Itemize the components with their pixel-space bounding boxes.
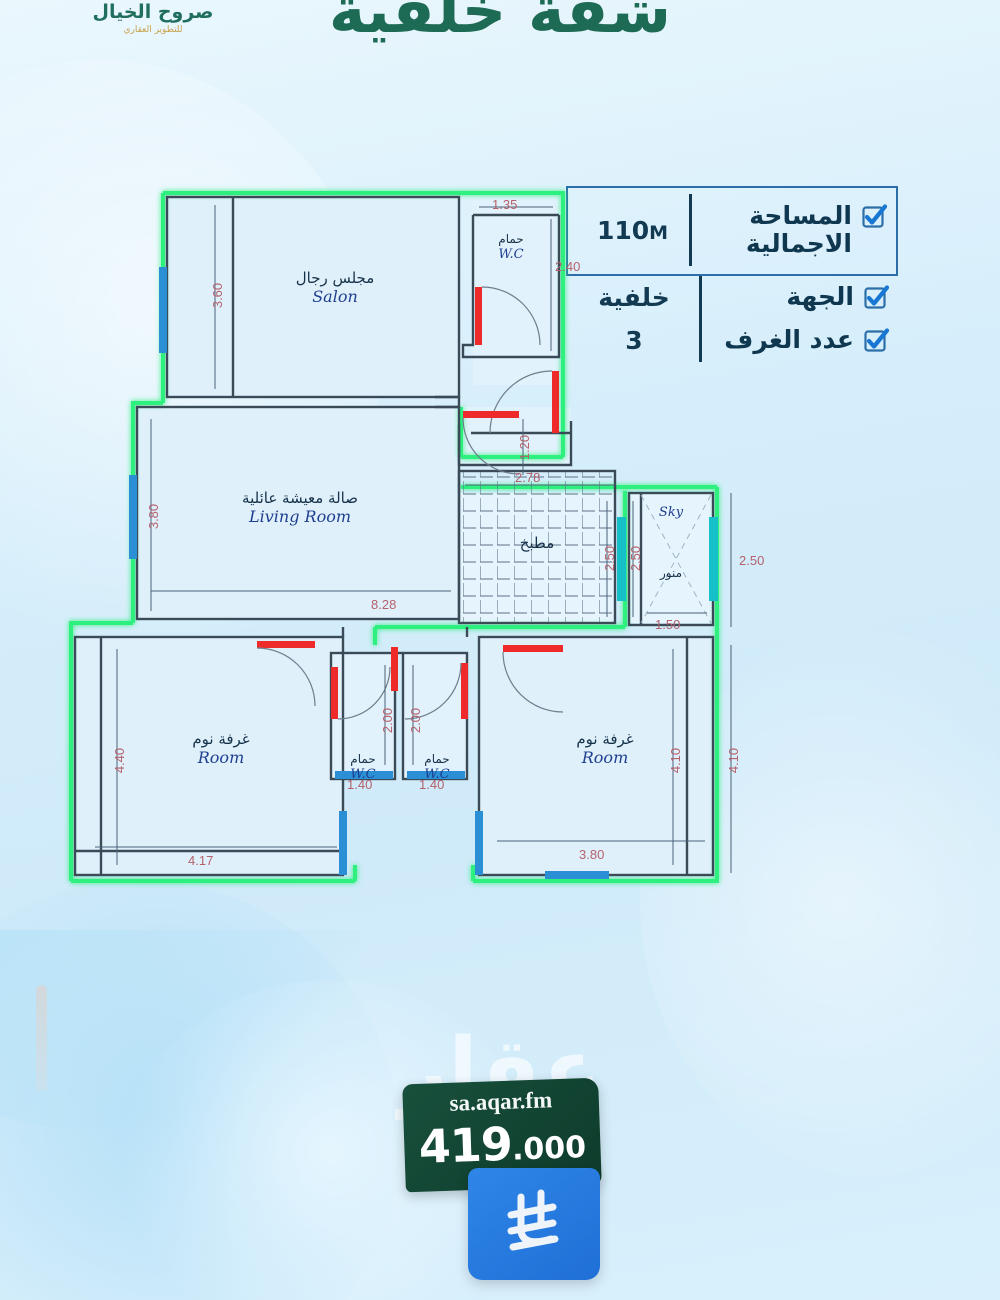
dimension-kitchen-width: 2.78	[515, 470, 541, 485]
dimension-wc-right-width: 1.40	[419, 777, 445, 792]
dimension-living-height: 3.80	[146, 503, 162, 530]
info-row-rooms: عدد الغرف 3	[566, 319, 898, 362]
dimension-wc-left-height: 2.00	[380, 707, 396, 734]
info-row-direction: الجهة خلفية	[566, 276, 898, 319]
price-major: 419	[417, 1116, 513, 1174]
dimension-bedroom-right-height: 4.10	[668, 747, 684, 774]
area-value: 110	[596, 215, 650, 245]
dimension-living-width: 8.28	[371, 597, 397, 612]
price-amount: 419.000	[403, 1114, 601, 1175]
info-label-area: المساحة الاجمالية	[745, 201, 852, 258]
info-label-direction: الجهة	[786, 282, 854, 311]
background-blob	[0, 880, 400, 1300]
dimension-wc-left-width: 1.40	[347, 777, 373, 792]
dimension-wc-salon-height: 2.40	[555, 259, 581, 274]
checkbox-checked-icon	[863, 328, 890, 355]
dimension-salon-height: 3.60	[210, 282, 226, 309]
info-label-rooms: عدد الغرف	[724, 325, 854, 354]
rooms-value: 3	[625, 326, 643, 355]
dimension-wc-salon-width: 1.35	[492, 197, 518, 212]
exterior-walls	[69, 191, 719, 883]
background-stripe	[36, 985, 47, 1091]
brand-subtitle: للتطوير العقاري	[123, 24, 183, 35]
checkbox-checked-icon	[861, 204, 888, 231]
direction-value: خلفية	[598, 283, 670, 312]
floor-plan-svg	[69, 191, 732, 883]
info-value-area: 110M	[576, 216, 689, 245]
area-unit: M	[649, 221, 669, 244]
property-info-panel: المساحة الاجمالية 110M ا	[566, 186, 898, 362]
dimension-bedroom-left-height: 4.40	[112, 747, 128, 774]
info-row-area: المساحة الاجمالية 110M	[566, 186, 898, 276]
dimension-bedroom-right-width: 3.80	[579, 847, 605, 862]
dimension-lines	[95, 205, 732, 873]
page-title: شقة خلفية	[328, 0, 672, 47]
info-divider	[699, 276, 702, 362]
info-rows-lower: الجهة خلفية عدد الغرف 3	[566, 276, 898, 362]
checkbox-checked-icon	[863, 285, 890, 312]
background-swoosh	[0, 930, 360, 1130]
dimension-outer-right-height: 2.50	[739, 553, 765, 568]
info-divider	[689, 194, 692, 266]
lightwell-cross	[640, 494, 712, 624]
site-url: sa.aqar.fm	[449, 1087, 553, 1116]
dimension-bedroom-left-width: 4.17	[188, 853, 214, 868]
price-minor: .000	[511, 1130, 587, 1168]
dimension-lightwell-width: 1.50	[655, 617, 681, 632]
dimension-bedroom-right-outer-height: 4.10	[726, 747, 742, 774]
brand-logo: صروح الخيال للتطوير العقاري	[78, 2, 228, 35]
windows	[129, 267, 718, 879]
dimension-kitchen-height: 2.50	[602, 545, 618, 572]
dimension-corridor-height: 1.20	[517, 434, 533, 461]
floor-plan-drawing: مجلس رجال Salon حمام W.C صالة معيشة عائل…	[55, 175, 775, 905]
dimension-wc-right-height: 2.00	[408, 707, 424, 734]
dimension-lightwell-height: 2.50	[628, 545, 644, 572]
doors	[256, 286, 564, 720]
brand-name: صروح الخيال	[92, 1, 214, 23]
interior-walls	[73, 195, 715, 877]
currency-badge	[468, 1168, 600, 1280]
saudi-riyal-icon	[497, 1187, 571, 1261]
